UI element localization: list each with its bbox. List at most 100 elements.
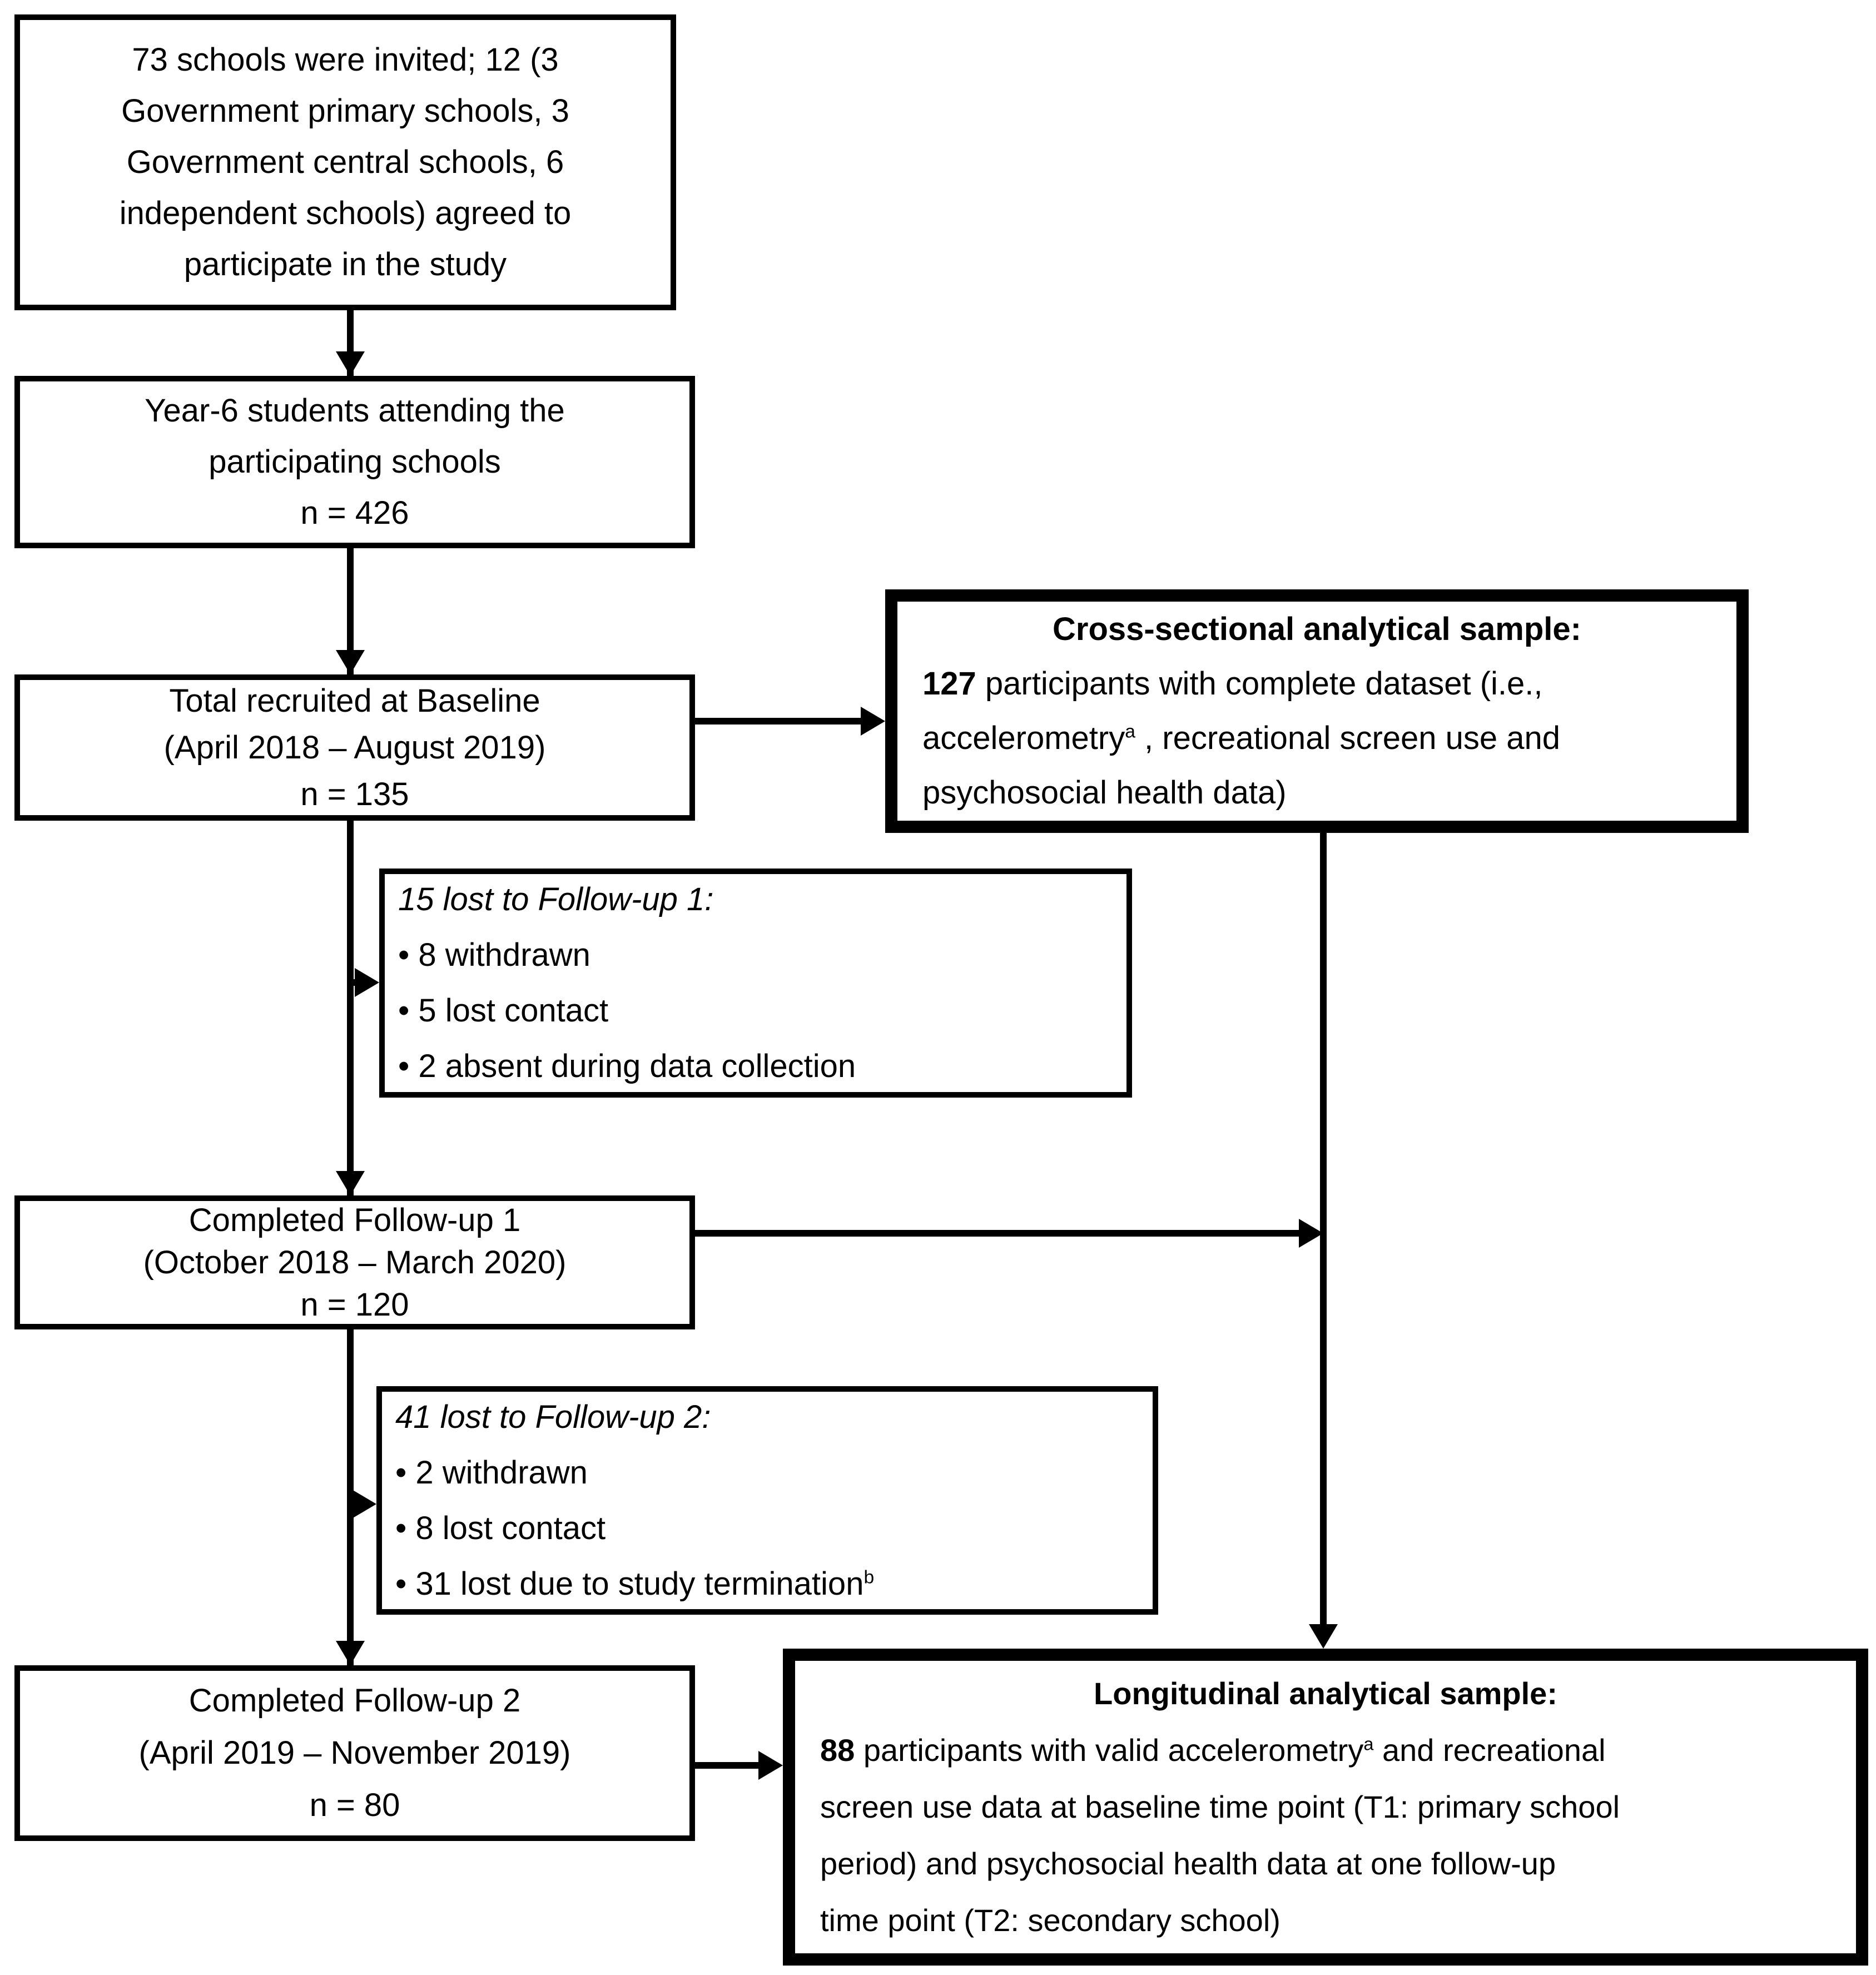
text-line: • 31 lost due to study terminationb <box>395 1556 1153 1612</box>
arrowhead-right-icon <box>352 1490 376 1519</box>
connector-followup1-to-followup2 <box>347 1329 354 1665</box>
text-line: (October 2018 – March 2020) <box>20 1242 689 1284</box>
text-line: n = 426 <box>20 488 689 539</box>
text-line: • 2 withdrawn <box>395 1445 1153 1501</box>
arrowhead-down-icon <box>1309 1624 1338 1649</box>
box-completed-followup2: Completed Follow-up 2 (April 2019 – Novem… <box>14 1665 695 1841</box>
connector-baseline-to-followup1 <box>347 821 354 1195</box>
text-line: participating schools <box>20 436 689 488</box>
text-segment: time point (T2: secondary school) <box>820 1903 1281 1938</box>
text-segment: 15 lost to Follow-up 1: <box>398 881 714 917</box>
arrowhead-down-icon <box>336 1641 365 1665</box>
text-segment: psychosocial health data) <box>922 775 1287 811</box>
text-segment: (October 2018 – March 2020) <box>143 1244 567 1281</box>
text-segment: Year-6 students attending the <box>145 393 565 429</box>
text-segment: a <box>1363 1734 1374 1754</box>
text-segment: 73 schools were invited; 12 (3 <box>132 42 559 78</box>
connector-followup1-to-mainline <box>695 1230 1307 1237</box>
text-line: Year-6 students attending the <box>20 385 689 436</box>
text-line: time point (T2: secondary school) <box>820 1892 1831 1949</box>
box-cross-sectional-sample: Cross-sectional analytical sample: 127 pa… <box>885 589 1749 833</box>
text-line: independent schools) agreed to <box>20 188 671 239</box>
text-segment: n = 120 <box>300 1286 409 1323</box>
connector-followup2-to-longitudinal <box>695 1762 766 1769</box>
text-line: • 8 withdrawn <box>398 927 1126 983</box>
text-segment: • 8 withdrawn <box>398 937 590 973</box>
text-segment: participants with complete dataset (i.e.… <box>976 666 1543 702</box>
text-segment: independent schools) agreed to <box>119 195 572 231</box>
text-line: 127 participants with complete dataset (… <box>922 657 1711 711</box>
text-line: • 2 absent during data collection <box>398 1039 1126 1094</box>
text-segment: , recreational screen use and <box>1135 720 1561 756</box>
text-segment: accelerometry <box>922 720 1125 756</box>
text-line: (April 2019 – November 2019) <box>20 1727 689 1779</box>
text-segment: n = 426 <box>300 495 409 531</box>
text-line: period) and psychosocial health data at … <box>820 1835 1831 1892</box>
arrowhead-right-icon <box>861 707 885 736</box>
connector-students-to-baseline <box>347 548 354 674</box>
text-segment: Government primary schools, 3 <box>121 93 569 129</box>
text-segment: period) and psychosocial health data at … <box>820 1846 1556 1881</box>
text-line: Completed Follow-up 1 <box>20 1199 689 1242</box>
text-line: 41 lost to Follow-up 2: <box>395 1390 1153 1445</box>
text-segment: (April 2019 – November 2019) <box>138 1735 571 1771</box>
box-lost-to-followup2: 41 lost to Follow-up 2: • 2 withdrawn • 8 … <box>376 1386 1158 1615</box>
text-line: n = 120 <box>20 1284 689 1326</box>
connector-baseline-to-cross <box>695 718 868 725</box>
text-line: (April 2018 – August 2019) <box>20 725 689 771</box>
text-line: Cross-sectional analytical sample: <box>922 602 1711 657</box>
text-segment: Cross-sectional analytical sample: <box>1053 611 1581 647</box>
arrowhead-down-icon <box>336 1171 365 1195</box>
arrowhead-right-icon <box>355 968 379 997</box>
text-segment: participants with valid accelerometry <box>855 1733 1364 1768</box>
arrowhead-down-icon <box>336 351 365 376</box>
text-line: participate in the study <box>20 239 671 290</box>
text-segment: participate in the study <box>183 246 507 282</box>
text-segment: 88 <box>820 1733 855 1768</box>
text-segment: (April 2018 – August 2019) <box>163 729 546 766</box>
box-completed-followup1: Completed Follow-up 1 (October 2018 – Mar… <box>14 1195 695 1329</box>
text-line: n = 135 <box>20 771 689 818</box>
text-line: Government central schools, 6 <box>20 137 671 188</box>
arrowhead-down-icon <box>336 650 365 674</box>
text-segment: Longitudinal analytical sample: <box>1094 1676 1557 1711</box>
text-segment: • 2 absent during data collection <box>398 1048 856 1084</box>
text-segment: participating schools <box>209 444 501 480</box>
box-lost-to-followup1: 15 lost to Follow-up 1: • 8 withdrawn • 5 … <box>379 869 1132 1098</box>
text-segment: • 2 withdrawn <box>395 1454 588 1491</box>
text-line: 15 lost to Follow-up 1: <box>398 872 1126 927</box>
text-segment: Completed Follow-up 2 <box>188 1683 521 1719</box>
text-segment: • 5 lost contact <box>398 993 609 1029</box>
text-segment: Completed Follow-up 1 <box>188 1202 521 1238</box>
text-segment: screen use data at baseline time point (… <box>820 1789 1620 1824</box>
text-segment: b <box>863 1567 875 1588</box>
text-segment: n = 135 <box>300 776 409 812</box>
arrowhead-right-icon <box>758 1751 783 1780</box>
text-segment: and recreational <box>1373 1733 1606 1768</box>
text-line: accelerometrya , recreational screen use… <box>922 711 1711 766</box>
text-segment: n = 80 <box>309 1787 400 1823</box>
text-line: Government primary schools, 3 <box>20 86 671 137</box>
text-line: Completed Follow-up 2 <box>20 1675 689 1727</box>
box-schools-invited: 73 schools were invited; 12 (3 Government… <box>14 14 676 310</box>
connector-cross-to-longitudinal <box>1320 833 1327 1632</box>
text-line: • 5 lost contact <box>398 983 1126 1039</box>
text-line: n = 80 <box>20 1779 689 1832</box>
text-segment: Total recruited at Baseline <box>169 682 540 719</box>
text-line: psychosocial health data) <box>922 766 1711 820</box>
text-line: 88 participants with valid accelerometry… <box>820 1722 1831 1779</box>
text-segment: Government central schools, 6 <box>126 144 564 180</box>
text-line: screen use data at baseline time point (… <box>820 1779 1831 1835</box>
text-segment: 127 <box>922 666 976 702</box>
text-line: • 8 lost contact <box>395 1501 1153 1556</box>
text-segment: • 31 lost due to study termination <box>395 1565 864 1602</box>
box-total-recruited-baseline: Total recruited at Baseline (April 2018 –… <box>14 674 695 821</box>
box-year6-students: Year-6 students attending the participati… <box>14 376 695 548</box>
box-longitudinal-sample: Longitudinal analytical sample: 88 partic… <box>783 1649 1868 1966</box>
text-line: Total recruited at Baseline <box>20 678 689 725</box>
text-segment: a <box>1125 721 1135 742</box>
text-segment: • 8 lost contact <box>395 1510 606 1546</box>
text-segment: 41 lost to Follow-up 2: <box>395 1398 711 1435</box>
arrowhead-right-icon <box>1299 1219 1323 1248</box>
